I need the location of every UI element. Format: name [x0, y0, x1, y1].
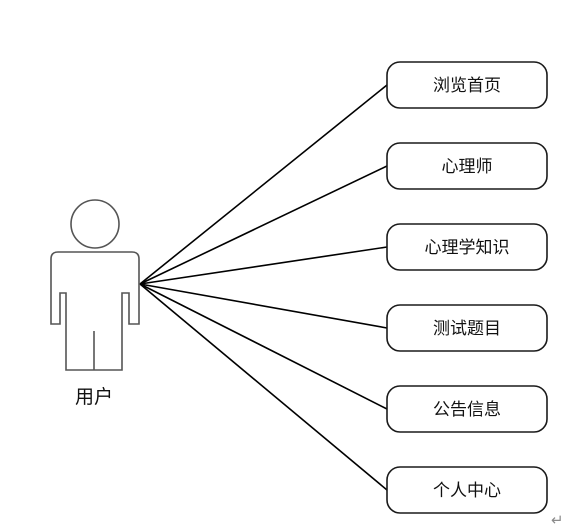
use-case-announcements: 公告信息: [386, 385, 548, 433]
actor-label: 用户: [75, 386, 113, 408]
use-case-personal-center: 个人中心: [386, 466, 548, 514]
association-line-6: [139, 283, 388, 491]
person-icon: [50, 199, 140, 371]
actor-body: [50, 251, 140, 371]
use-case-label: 心理学知识: [425, 238, 510, 258]
use-case-test-questions: 测试题目: [386, 304, 548, 352]
use-case-box: [386, 223, 548, 271]
association-line-4: [139, 283, 388, 329]
use-case-psychology-knowledge: 心理学知识: [386, 223, 548, 271]
association-line-5: [139, 283, 388, 410]
actor: 用户: [50, 199, 140, 408]
association-line-2: [139, 165, 388, 285]
actor-head: [70, 199, 120, 249]
use-case-box: [386, 466, 548, 514]
paragraph-mark-icon: ↵: [551, 511, 564, 528]
use-case-box: [386, 385, 548, 433]
use-case-browse-home: 浏览首页: [386, 61, 548, 109]
use-case-psychologist: 心理师: [386, 142, 548, 190]
use-case-box: [386, 142, 548, 190]
association-line-3: [139, 246, 388, 285]
use-case-label: 个人中心: [433, 481, 501, 501]
use-case-label: 公告信息: [433, 400, 501, 420]
use-case-label: 浏览首页: [433, 76, 501, 96]
use-case-label: 测试题目: [433, 319, 501, 339]
association-line-1: [139, 84, 388, 285]
use-case-label: 心理师: [442, 157, 493, 177]
use-case-box: [386, 304, 548, 352]
use-case-box: [386, 61, 548, 109]
use-case-list: 浏览首页 心理师 心理学知识 测试题目 公告信息 个人中心: [386, 61, 548, 514]
association-lines: [139, 84, 388, 491]
